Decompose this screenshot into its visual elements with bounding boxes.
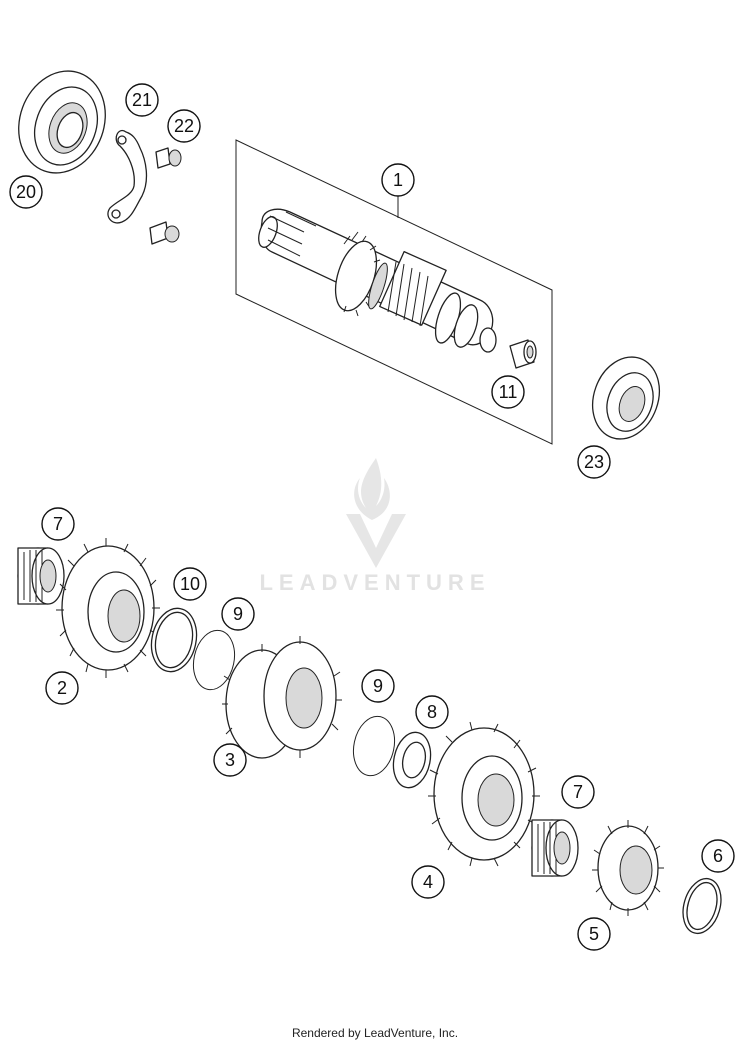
- svg-text:10: 10: [180, 574, 200, 594]
- callout-22: 22: [167, 109, 201, 143]
- gear-4: [428, 721, 540, 867]
- svg-text:4: 4: [423, 872, 433, 892]
- thrust-washer-10: [150, 607, 198, 673]
- needle-bearing-7b: [531, 819, 579, 877]
- needle-bearing-7a: [17, 547, 65, 605]
- footer-credit: Rendered by LeadVenture, Inc.: [291, 1026, 459, 1040]
- callout-4: 4: [411, 865, 445, 899]
- svg-text:22: 22: [174, 116, 194, 136]
- screw-22b: [149, 221, 180, 245]
- svg-text:7: 7: [53, 514, 63, 534]
- screw-22a: [155, 147, 182, 169]
- callout-5: 5: [577, 917, 611, 951]
- callout-9-upper: 9: [221, 597, 255, 631]
- callout-20: 20: [9, 175, 43, 209]
- gear-3: [222, 636, 342, 759]
- watermark-flame-icon: [354, 458, 390, 520]
- watermark-text: LEADVENTURE: [259, 570, 490, 595]
- callout-6: 6: [701, 839, 735, 873]
- washer-6: [682, 877, 722, 935]
- watermark-v-icon: [346, 514, 406, 568]
- callout-10: 10: [173, 567, 207, 601]
- callout-11: 11: [491, 375, 525, 409]
- gear-5: [592, 820, 664, 916]
- bearing-20: [18, 70, 106, 174]
- svg-text:21: 21: [132, 90, 152, 110]
- shaft-1: [258, 208, 497, 353]
- svg-text:2: 2: [57, 678, 67, 698]
- leadventure-watermark: LEADVENTURE: [259, 458, 490, 595]
- callout-23: 23: [577, 445, 611, 479]
- bracket-21: [107, 129, 148, 224]
- assembly-box: [235, 139, 553, 445]
- callout-9-lower: 9: [361, 669, 395, 703]
- svg-text:5: 5: [589, 924, 599, 944]
- gear-2: [56, 538, 160, 678]
- callout-7-upper: 7: [41, 507, 75, 541]
- svg-text:7: 7: [573, 782, 583, 802]
- svg-text:9: 9: [233, 604, 243, 624]
- svg-text:3: 3: [225, 750, 235, 770]
- bearing-23: [592, 356, 660, 440]
- callout-3: 3: [213, 743, 247, 777]
- callout-8: 8: [415, 695, 449, 729]
- callout-21: 21: [125, 83, 159, 117]
- svg-text:1: 1: [393, 170, 403, 190]
- callout-1: 1: [381, 163, 415, 197]
- svg-text:20: 20: [16, 182, 36, 202]
- circlip-9b: [352, 715, 396, 777]
- svg-text:8: 8: [427, 702, 437, 722]
- callout-7-lower: 7: [561, 775, 595, 809]
- svg-text:6: 6: [713, 846, 723, 866]
- callout-2: 2: [45, 671, 79, 705]
- circlip-9a: [192, 629, 236, 691]
- svg-text:23: 23: [584, 452, 604, 472]
- svg-text:11: 11: [499, 382, 518, 402]
- svg-text:9: 9: [373, 676, 383, 696]
- splined-washer-8: [392, 731, 432, 789]
- bushing-11: [509, 339, 537, 369]
